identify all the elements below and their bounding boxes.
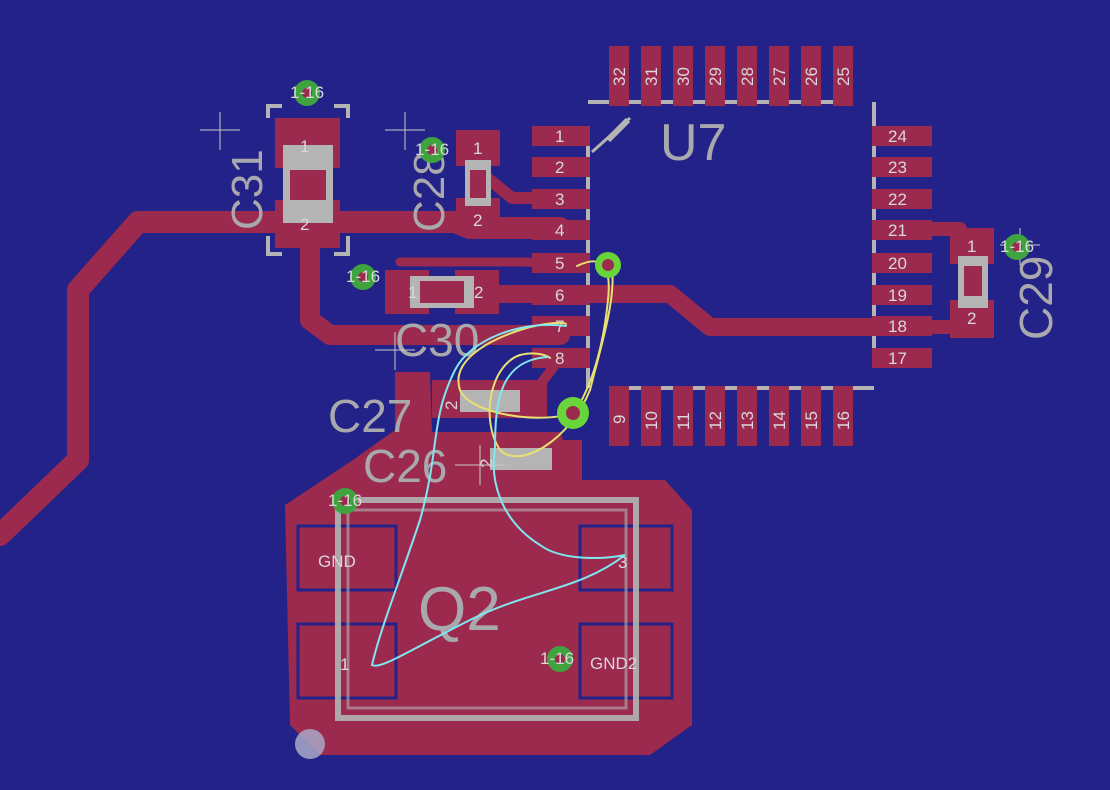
u7-pin-14: 14 [770,411,789,430]
u7-pin-31: 31 [642,67,661,86]
u7-pin-17: 17 [888,349,907,368]
airwire-yellow-2 [488,267,614,458]
via-c31: 1-16 [290,80,324,106]
u7-pin-21: 21 [888,221,907,240]
c31-pad1: 1 [300,137,309,156]
u7-right-pins: 24 23 22 21 20 19 18 17 [872,126,932,368]
q2-pad-3: 3 [618,553,627,572]
u7-footprint: U7 1 2 3 4 5 6 7 8 [532,46,932,446]
u7-pin-29: 29 [706,67,725,86]
c28-pad2: 2 [473,211,482,230]
via-q2-gnd2-label: 1-16 [540,649,574,668]
via-highlight-pin5 [595,252,621,278]
u7-pin-28: 28 [738,67,757,86]
u7-bottom-pins: 9 10 11 12 13 14 15 16 [609,386,853,446]
u7-pin-18: 18 [888,317,907,336]
c27-pad2-label: 2 [442,401,461,410]
airwire-cyan-1 [370,324,626,667]
q2-pad-gnd: GND [318,552,356,571]
c30-ref: C30 [395,314,479,366]
u7-pin-7: 7 [555,317,564,336]
c29-footprint: 1 2 C29 [950,228,1062,340]
u7-pin-2: 2 [555,158,564,177]
u7-pin-20: 20 [888,254,907,273]
via-c31-label: 1-16 [290,83,324,102]
q2-pad-gnd2: GND2 [590,654,637,673]
via-c29-label: 1-16 [1000,237,1034,256]
q2-ref: Q2 [418,575,501,644]
airwires [370,260,626,667]
via-c28-label: 1-16 [415,140,449,159]
u7-pin-27: 27 [770,67,789,86]
via-q2-left-label: 1-16 [328,491,362,510]
u7-pin-10: 10 [642,411,661,430]
u7-pin-24: 24 [888,127,907,146]
c28-footprint: 1 2 C28 [405,130,500,234]
c28-pad1: 1 [473,139,482,158]
u7-pin-25: 25 [834,67,853,86]
u7-pin-9: 9 [610,415,629,424]
c29-pad2: 2 [967,309,976,328]
vias: 1-16 1-16 1-16 1-16 1-16 1-16 [290,80,1034,672]
via-q2-left: 1-16 [328,488,362,514]
u7-ref: U7 [660,114,726,172]
c29-pad1: 1 [967,237,976,256]
airwire-yellow-1 [457,260,610,419]
via-c29: 1-16 [1000,234,1034,260]
u7-pin-26: 26 [802,67,821,86]
via-c30: 1-16 [346,264,380,290]
trace-c31-down [300,220,570,345]
u7-pin1-bar [605,117,631,143]
via-c30-label: 1-16 [346,267,380,286]
via-c28: 1-16 [415,137,449,163]
u7-pin-11: 11 [674,412,693,430]
c28-ref: C28 [405,151,454,232]
u7-pin-1: 1 [555,127,564,146]
c30-pad1: 1 [408,283,417,302]
q2-pad-1: 1 [340,655,349,674]
c31-ref: C31 [223,149,272,230]
u7-pin-6: 6 [555,286,564,305]
c31-footprint: 1 2 C31 [223,104,350,256]
q2-pin1-dot [295,729,325,759]
via-highlight-pin9 [557,397,589,429]
u7-pin-32: 32 [610,67,629,86]
u7-pin-22: 22 [888,190,907,209]
c31-pad2: 2 [300,215,309,234]
u7-pin-19: 19 [888,286,907,305]
q2-outline [335,497,639,721]
c30-pad2: 2 [474,283,483,302]
q2-footprint: GND GND2 1 3 Q2 [295,497,674,759]
u7-pin-4: 4 [555,221,564,240]
c29-ref: C29 [1010,256,1062,340]
via-q2-gnd2: 1-16 [540,646,574,672]
u7-pin-16: 16 [834,411,853,430]
u7-pin-3: 3 [555,190,564,209]
u7-pin-13: 13 [738,411,757,430]
u7-outline [586,100,876,390]
u7-left-pins: 1 2 3 4 5 6 7 8 [532,126,590,368]
u7-top-pins: 32 31 30 29 28 27 26 25 [609,46,853,106]
u7-pin-30: 30 [674,67,693,86]
c30-footprint: 1 2 C30 [385,270,499,366]
u7-pin-23: 23 [888,158,907,177]
u7-pin-12: 12 [706,411,725,430]
c27-ref: C27 [328,390,412,442]
u7-pin-8: 8 [555,349,564,368]
c26-pad2-label: 2 [477,459,496,468]
u7-pin-5: 5 [555,254,564,273]
u7-pin-15: 15 [802,411,821,430]
